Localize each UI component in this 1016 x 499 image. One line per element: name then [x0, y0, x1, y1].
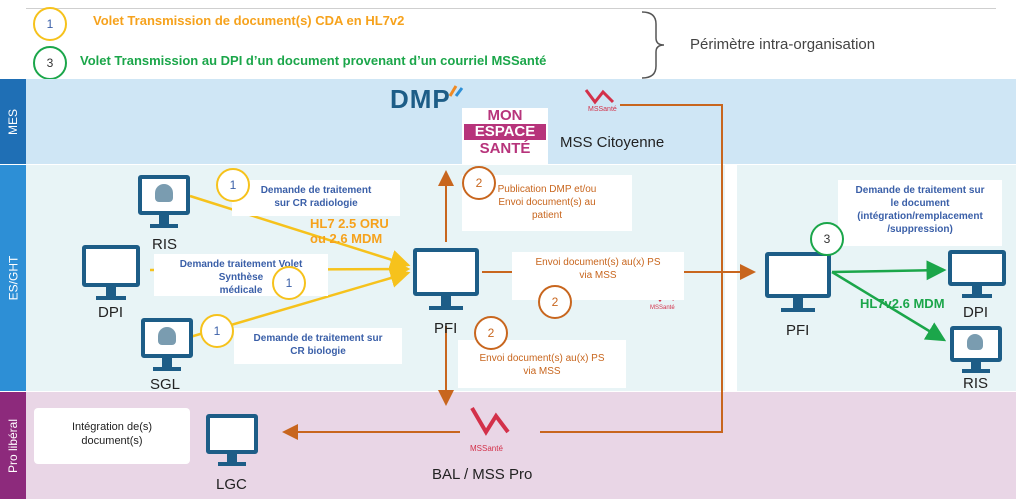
ris-left-monitor-icon [138, 175, 190, 235]
ris-left-label: RIS [152, 236, 178, 253]
lane-label-pro: Pro libéral [0, 392, 26, 499]
mes-logo-line1: MON [487, 107, 523, 124]
mss-citoyenne-label: MSS Citoyenne [560, 134, 665, 151]
mss-pro-logo-text: MSSanté [470, 444, 503, 453]
legend-badge-1: 1 [33, 7, 67, 41]
legend-item-3: Volet Transmission au DPI d’un document … [80, 53, 547, 68]
badge-2-publication: 2 [462, 166, 496, 200]
lane-label-es: ES/GHT [0, 165, 26, 391]
badge-2-envoi-down: 2 [474, 316, 508, 350]
dpi-right-monitor-icon [948, 250, 1006, 302]
legend-badge-3: 3 [33, 46, 67, 80]
ris-right-monitor-icon [950, 326, 1002, 376]
lgc-monitor-icon [206, 414, 258, 470]
hl7v26-label: HL7v2.6 MDM [860, 296, 945, 311]
scope-label: Périmètre intra-organisation [690, 36, 876, 53]
lgc-label: LGC [216, 476, 247, 493]
lane-label-mes: MES [0, 79, 26, 164]
dpi-left-label: DPI [98, 304, 124, 321]
sgl-monitor-icon [141, 318, 193, 376]
right-region-separator [725, 165, 737, 391]
scope-brace [641, 11, 665, 79]
badge-3-demande: 3 [810, 222, 844, 256]
badge-1-radiologie: 1 [216, 168, 250, 202]
pfi-right-label: PFI [786, 322, 810, 339]
mss-citoyenne-logo-icon [584, 89, 615, 105]
bal-mss-pro-label: BAL / MSS Pro [432, 466, 533, 483]
dmp-logo-accent-icon [448, 85, 464, 97]
ris-right-label: RIS [963, 375, 989, 392]
mss-ps-logo-text: MSSanté [650, 305, 675, 311]
badge-1-synthese: 1 [272, 266, 306, 300]
legend-item-1: Volet Transmission de document(s) CDA en… [93, 13, 405, 28]
mes-logo-line3: SANTÉ [479, 140, 531, 157]
sgl-label: SGL [150, 376, 181, 393]
pfi-center-label: PFI [434, 320, 458, 337]
pfi-center-monitor-icon [413, 248, 479, 316]
dpi-right-label: DPI [963, 304, 989, 321]
mss-citoyenne-logo-text: MSSanté [588, 106, 617, 113]
dpi-left-monitor-icon [82, 245, 140, 307]
badge-1-biologie: 1 [200, 314, 234, 348]
box-integration: Intégration de(s)document(s) [34, 408, 190, 464]
dmp-logo: DMP [390, 84, 451, 114]
mon-espace-sante-logo: MON ESPACE SANTÉ [462, 108, 548, 164]
mes-logo-line2: ESPACE [464, 124, 546, 140]
mss-pro-logo-icon [470, 406, 510, 436]
pfi-right-monitor-icon [765, 252, 831, 318]
lane-pro-band [26, 392, 1016, 499]
badge-2-envoi-right: 2 [538, 285, 572, 319]
legend-top-line [26, 8, 996, 9]
